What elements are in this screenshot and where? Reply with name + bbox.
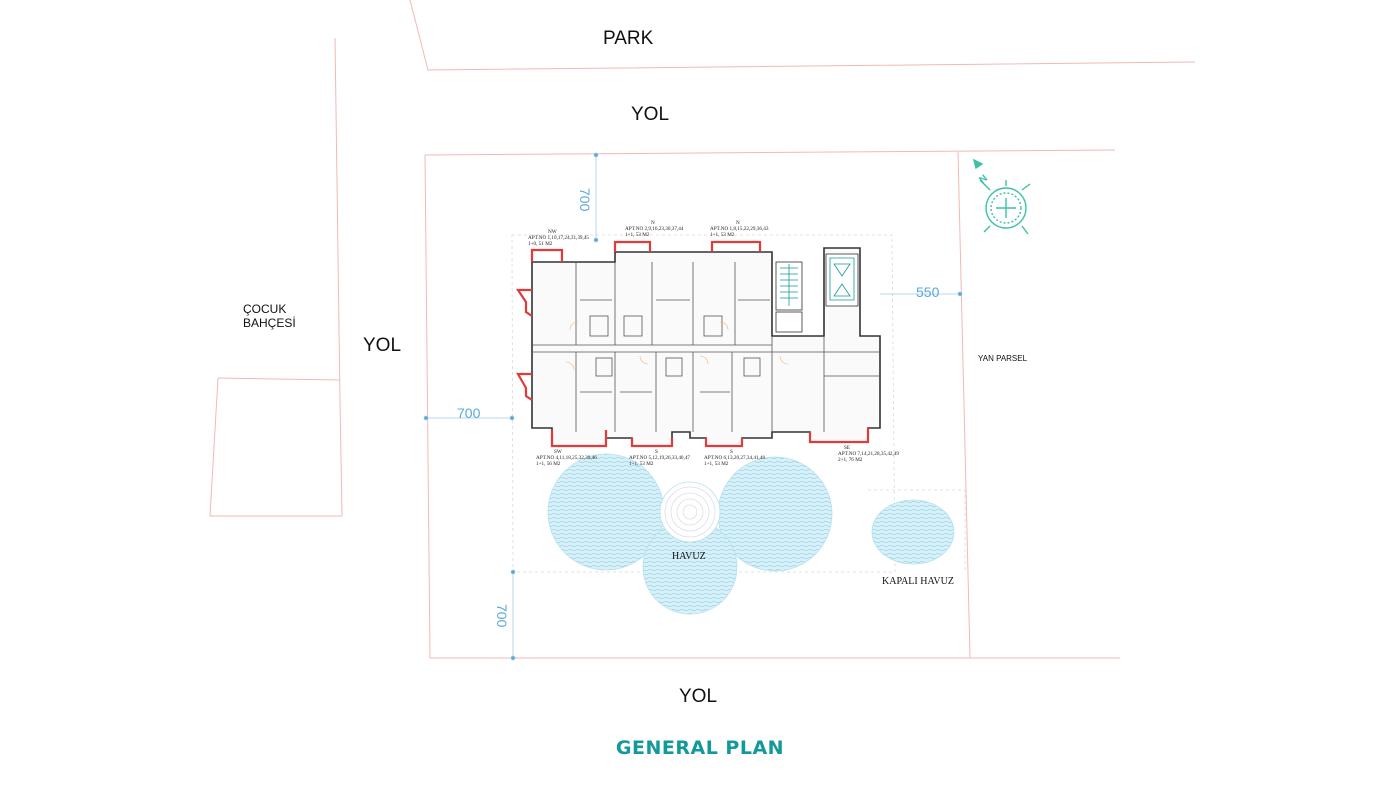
indoor-pool: [871, 499, 955, 565]
park-label: PARK: [603, 28, 654, 49]
pool-label: HAVUZ: [672, 551, 706, 562]
road-left-label: YOL: [363, 335, 402, 356]
dimension-right: 550: [916, 284, 940, 300]
indoor-pool-label: KAPALI HAVUZ: [882, 576, 954, 587]
apartment-label-se: SE APT.NO 7,14,21,28,35,42,49 2+1, 76 M2: [838, 445, 900, 463]
compass-icon: [972, 158, 1031, 235]
boundary-lines: [209, 0, 1196, 659]
apartment-label-n2: N APT.NO 1,8,15,22,29,36,43 1+1, 53 M2: [710, 220, 769, 238]
apartment-label-s2: S APT.NO 6,13,20,27,34,41,48 1+1, 53 M2: [704, 449, 766, 467]
apartment-label-s1: S APT.NO 5,12,19,26,33,40,47 1+1, 53 M2: [629, 449, 691, 467]
road-top-label: YOL: [631, 104, 670, 125]
plan-title: GENERAL PLAN: [615, 737, 785, 759]
dimension-left: 700: [457, 405, 481, 421]
road-bottom-label: YOL: [679, 686, 718, 707]
dimension-bottom: 700: [494, 604, 510, 628]
dimension-markers: [423, 152, 963, 661]
playground-label: ÇOCUK BAHÇESİ: [243, 302, 296, 330]
side-parcel-label: YAN PARSEL: [978, 354, 1028, 363]
dimension-top: 700: [577, 188, 593, 212]
apartment-label-sw: SW APT.NO 4,11,18,25,32,39,46 1+1, 56 M2: [536, 449, 597, 467]
apartment-label-nw: NW APT.NO 1,10,17,24,31,39,45 1+0, 51 M2: [528, 229, 590, 247]
building-footprint: [515, 240, 881, 448]
apartment-label-n1: N APT.NO 2,9,16,23,30,37,44 1+1, 53 M2: [625, 220, 684, 238]
pool: [547, 453, 833, 615]
setback-lines: [511, 234, 966, 573]
